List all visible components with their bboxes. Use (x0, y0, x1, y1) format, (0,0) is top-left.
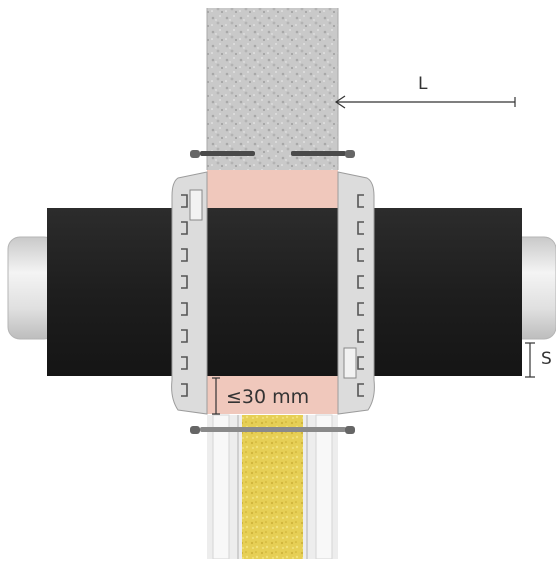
top-clamp (190, 150, 355, 158)
thickness-dimension (525, 342, 535, 378)
drywall-section (207, 414, 338, 560)
mineral-wool (242, 415, 303, 559)
fire-collar-left (171, 171, 208, 415)
thickness-label: S (541, 349, 552, 369)
sealant-top (207, 170, 338, 210)
concrete-wall (207, 8, 338, 170)
pipe-insulation (47, 208, 522, 376)
length-label: L (418, 74, 428, 94)
bottom-clamp (190, 426, 355, 434)
fire-collar-right (337, 171, 375, 415)
gap-dimension (212, 377, 220, 415)
sealant-bottom (207, 376, 338, 414)
gap-label: ≤30 mm (226, 386, 310, 408)
length-dimension (334, 95, 516, 109)
